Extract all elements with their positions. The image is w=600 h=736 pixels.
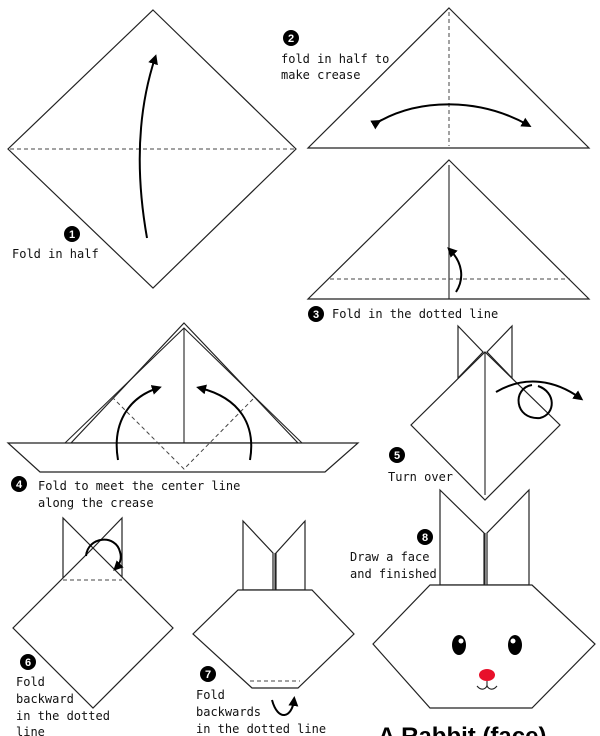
fold-backward-arrow	[85, 538, 124, 571]
step-3-number: 3	[313, 309, 319, 321]
step-7-badge	[200, 666, 216, 682]
rabbit-face	[372, 584, 596, 709]
step-4-label-line1: Fold to meet the center line	[38, 479, 240, 493]
fold-backward-arrow	[271, 696, 299, 716]
step-6-number: 6	[25, 657, 31, 669]
step-8-diagram: 8 Draw a face and finished	[350, 488, 596, 709]
step-6-label-line1: Fold	[16, 675, 45, 689]
ear-left	[457, 324, 484, 380]
step-5-number: 5	[394, 450, 400, 462]
step-4-diagram: 4 Fold to meet the center line along the…	[6, 322, 360, 510]
ear-right	[275, 519, 306, 591]
step-3-diagram: 3 Fold in the dotted line	[306, 159, 591, 322]
fold-lines	[111, 396, 256, 470]
right-eye	[508, 635, 522, 655]
step-1-number: 1	[69, 229, 75, 241]
left-eye	[452, 635, 466, 655]
step-8-label-line2: and finished	[350, 567, 437, 581]
step-2-badge	[283, 30, 299, 46]
mouth	[476, 681, 498, 690]
step-6-badge	[20, 654, 36, 670]
turn-over-loop	[517, 384, 553, 420]
step-8-label-line1: Draw a face	[350, 550, 429, 564]
step-7-diagram: 7 Fold backwards in the dotted line	[192, 519, 355, 736]
step-1-diagram: 1 Fold in half	[7, 9, 297, 289]
step-4-badge	[11, 476, 27, 492]
step-5-diagram: 5 Turn over	[388, 324, 584, 501]
step-3-label: Fold in the dotted line	[332, 307, 498, 321]
step-4-label-line2: along the crease	[38, 496, 154, 510]
step-6-diagram: 6 Fold backward in the dotted line	[12, 516, 174, 736]
diamond-body	[12, 547, 174, 709]
step-2-number: 2	[288, 33, 294, 45]
step-5-label: Turn over	[388, 470, 453, 484]
step-2-label-line2: make crease	[281, 68, 360, 82]
step-4-number: 4	[16, 479, 23, 491]
step-6-label-line2: backward	[16, 692, 74, 706]
fold-up-arrow	[138, 54, 158, 239]
fold-left-arrow	[115, 385, 162, 461]
step-5-badge	[389, 447, 405, 463]
nose	[479, 669, 495, 681]
step-7-label-line3: in the dotted line	[196, 722, 326, 736]
face-body	[192, 589, 355, 689]
step-8-number: 8	[422, 532, 428, 544]
step-8-badge	[417, 529, 433, 545]
left-eye-highlight	[458, 638, 464, 644]
step-2-diagram: 2 fold in half to make crease	[281, 7, 591, 149]
ear-right	[486, 324, 513, 380]
right-eye-highlight	[510, 638, 516, 644]
diagram-title: A Rabbit (face)	[378, 723, 546, 736]
step-3-badge	[308, 306, 324, 322]
step-7-label-line1: Fold	[196, 688, 225, 702]
folded-band	[6, 442, 360, 473]
ear-left	[242, 519, 274, 591]
step-7-label-line2: backwards	[196, 705, 261, 719]
step-6-label-line4: line	[16, 725, 45, 736]
step-1-badge	[64, 226, 80, 242]
fold-right-arrow	[196, 384, 253, 461]
step-1-label: Fold in half	[12, 247, 99, 261]
step-2-label-line1: fold in half to	[281, 52, 389, 66]
fold-up-arrow	[447, 247, 463, 293]
step-7-number: 7	[205, 669, 211, 681]
crease-arrow	[370, 103, 532, 130]
ear-right	[486, 488, 530, 586]
ear-left	[439, 488, 485, 586]
turn-over-arrow-top	[495, 380, 584, 401]
step-6-label-line3: in the dotted	[16, 709, 110, 723]
